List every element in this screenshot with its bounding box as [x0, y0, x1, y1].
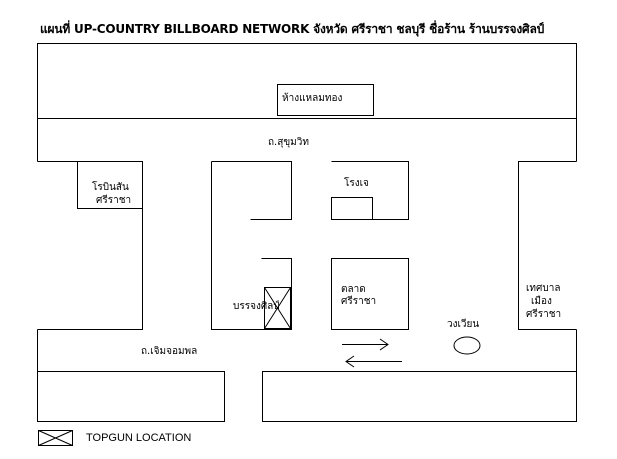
market-label-line2: ศรีราชา: [341, 296, 377, 307]
sukhumvit-south-edge-left: [37, 161, 143, 330]
top-block-outline: [37, 43, 577, 119]
municipality-label-line2: เมือง: [531, 296, 552, 307]
municipality-label-line1: เทศบาล: [526, 283, 561, 294]
shop-label: บรรจงศิลป์: [233, 301, 280, 312]
central-block-outer: [211, 161, 292, 330]
cinema-box: [331, 197, 373, 220]
shop-marker-cross: [264, 287, 291, 329]
arrow-left-icon: [345, 355, 402, 368]
robinson-box: [77, 161, 143, 209]
map-title: แผนที่ UP-COUNTRY BILLBOARD NETWORK จังห…: [40, 22, 545, 36]
shop-marker-box: [264, 287, 291, 329]
bottom-right-block: [262, 371, 577, 422]
dept-store-label: ห้างแหลมทอง: [282, 93, 343, 104]
market-block: [331, 258, 409, 330]
bottom-left-block: [37, 371, 225, 422]
robinson-label-line2: ศรีราชา: [96, 195, 132, 206]
municipality-block: [518, 161, 577, 330]
sukhumvit-road-label: ถ.สุขุมวิท: [268, 137, 309, 148]
robinson-label-line1: โรบินสัน: [92, 182, 129, 193]
market-label-line1: ตลาด: [341, 284, 366, 295]
legend-label: TOPGUN LOCATION: [86, 432, 192, 444]
dept-store-box: [277, 84, 374, 116]
roundabout-label: วงเวียน: [447, 319, 480, 330]
arrow-right-icon: [342, 338, 389, 351]
legend-marker-box: [38, 430, 73, 446]
choemchomphon-road-label: ถ.เจิมจอมพล: [141, 346, 198, 357]
central-block-left-edge: [211, 161, 292, 220]
roundabout-circle: [453, 336, 481, 355]
municipality-label-line3: ศรีราชา: [526, 309, 562, 320]
legend-marker-cross: [38, 430, 73, 446]
cinema-label: โรงเจ: [344, 178, 369, 189]
